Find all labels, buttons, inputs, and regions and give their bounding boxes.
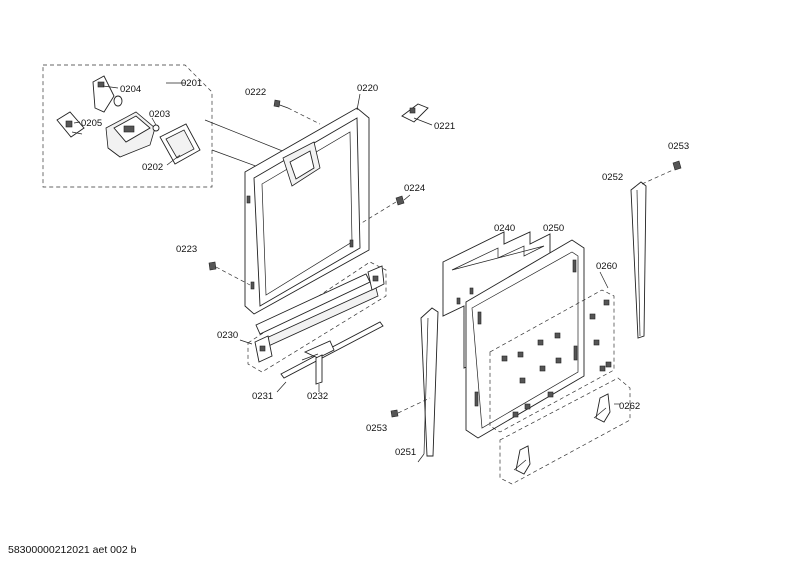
label-0253-left: 0253 — [366, 423, 387, 434]
label-0252: 0252 — [602, 172, 623, 183]
label-0231: 0231 — [252, 391, 273, 402]
label-0251: 0251 — [395, 447, 416, 458]
part-0260-panel-frame — [489, 289, 615, 433]
label-0232: 0232 — [307, 391, 328, 402]
label-0201: 0201 — [181, 78, 202, 89]
part-0250-back-panel — [465, 239, 585, 439]
label-0221: 0221 — [434, 121, 455, 132]
part-0222-screw — [273, 99, 321, 125]
inset-detail-box — [42, 64, 301, 188]
label-0202: 0202 — [142, 162, 163, 173]
part-0204-bracket — [92, 75, 123, 113]
part-0251-side-strip — [417, 307, 439, 463]
label-0250: 0250 — [543, 223, 564, 234]
part-0203-knob — [152, 124, 160, 132]
label-0260: 0260 — [596, 261, 617, 272]
part-0253-screw-right — [672, 160, 682, 171]
label-0203: 0203 — [149, 109, 170, 120]
part-0201-control-housing — [105, 111, 156, 158]
part-0205-module — [56, 111, 85, 138]
part-0220-door-panel — [244, 107, 370, 315]
label-0220: 0220 — [357, 83, 378, 94]
part-0253-screw-left — [390, 397, 431, 418]
label-0224: 0224 — [404, 183, 425, 194]
part-0224-screw — [359, 194, 411, 225]
label-0253-right: 0253 — [668, 141, 689, 152]
label-0204: 0204 — [120, 84, 141, 95]
label-0240: 0240 — [494, 223, 515, 234]
label-0222: 0222 — [245, 87, 266, 98]
part-0262-hinge-set — [499, 377, 631, 485]
part-0223-screw — [208, 261, 251, 286]
part-0202-display-window — [159, 123, 201, 165]
part-0232-hinge-bracket — [301, 340, 335, 385]
label-0205: 0205 — [81, 118, 102, 129]
part-0230-rail-assembly — [247, 261, 387, 373]
part-0221-hinge — [401, 103, 433, 126]
label-0230: 0230 — [217, 330, 238, 341]
label-0223: 0223 — [176, 244, 197, 255]
label-0262: 0262 — [619, 401, 640, 412]
document-id: 58300000212021 aet 002 b — [8, 544, 137, 556]
part-0252-side-strip — [630, 169, 674, 339]
